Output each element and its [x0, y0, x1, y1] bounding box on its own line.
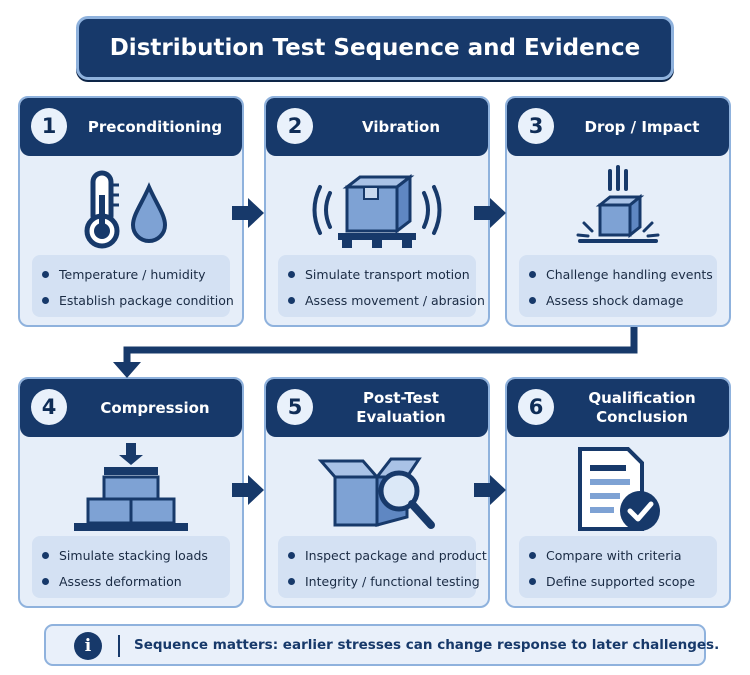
step-header: 4 Compression [20, 379, 242, 437]
arrow-right-icon [232, 475, 264, 505]
arrow-right-icon [474, 198, 506, 228]
bullet-item: Simulate stacking loads [42, 542, 224, 568]
step-title: Compression [100, 398, 210, 417]
step-number: 1 [31, 108, 67, 144]
step-title: Drop / Impact [584, 117, 700, 136]
bullet-text: Challenge handling events [546, 266, 713, 282]
bullet-item: Inspect package and product [288, 542, 487, 568]
step-bullets: Simulate transport motion Assess movemen… [278, 255, 485, 317]
step-bullets: Inspect package and product Integrity / … [278, 536, 487, 598]
bullet-text: Assess shock damage [546, 292, 684, 308]
step-card-drop-impact: 3 Drop / Impact Challenge handling event… [505, 96, 731, 327]
bullet-dot [42, 577, 49, 585]
bullet-text: Compare with criteria [546, 547, 682, 563]
bullet-dot [529, 270, 536, 278]
bullet-item: Integrity / functional testing [288, 568, 480, 594]
step-card-vibration: 2 Vibration Simulate transport motion As… [264, 96, 490, 327]
step-header: 1 Preconditioning [20, 98, 242, 156]
step-bullets: Compare with criteria Define supported s… [519, 536, 717, 598]
step-number: 6 [518, 389, 554, 425]
step-header: 3 Drop / Impact [507, 98, 729, 156]
bullet-text: Assess movement / abrasion [305, 292, 485, 308]
bullet-text: Establish package condition [59, 292, 234, 308]
bullet-dot [42, 270, 49, 278]
bullet-text: Temperature / humidity [59, 266, 206, 282]
bullet-item: Temperature / humidity [42, 261, 224, 287]
step-number: 4 [31, 389, 67, 425]
bullet-item: Challenge handling events [529, 261, 713, 287]
bullet-item: Simulate transport motion [288, 261, 470, 287]
info-icon: i [74, 632, 102, 660]
bullet-text: Simulate transport motion [305, 266, 470, 282]
step-card-compression: 4 Compression Simulate stacking loads As… [18, 377, 244, 608]
bullet-item: Define supported scope [529, 568, 711, 594]
step-card-post-test-evaluation: 5 Post-Test Evaluation Inspect package a… [264, 377, 490, 608]
bullet-item: Assess deformation [42, 568, 224, 594]
bullet-item: Compare with criteria [529, 542, 711, 568]
document-check-icon [507, 441, 729, 541]
bullet-text: Assess deformation [59, 573, 182, 589]
bullet-dot [529, 551, 536, 559]
step-header: 5 Post-Test Evaluation [266, 379, 488, 437]
step-card-qualification-conclusion: 6 Qualification Conclusion Compare with … [505, 377, 731, 608]
bullet-item: Assess movement / abrasion [288, 287, 485, 313]
box-magnifier-icon [266, 441, 488, 541]
bullet-text: Define supported scope [546, 573, 696, 589]
note-text: Sequence matters: earlier stresses can c… [134, 637, 720, 653]
step-card-preconditioning: 1 Preconditioning Temperature / humidity… [18, 96, 244, 327]
step-title: Qualification Conclusion [588, 389, 696, 426]
bullet-text: Integrity / functional testing [305, 573, 480, 589]
step-bullets: Challenge handling events Assess shock d… [519, 255, 717, 317]
bullet-dot [529, 296, 536, 304]
bullet-text: Inspect package and product [305, 547, 487, 563]
bullet-dot [288, 270, 295, 278]
diagram-title: Distribution Test Sequence and Evidence [76, 16, 674, 80]
divider [118, 635, 120, 657]
arrow-right-icon [474, 475, 506, 505]
vibrating-box-icon [266, 160, 488, 260]
stacked-boxes-icon [20, 441, 242, 541]
step-number: 5 [277, 389, 313, 425]
step-header: 6 Qualification Conclusion [507, 379, 729, 437]
dropping-box-icon [507, 160, 729, 260]
bullet-dot [42, 551, 49, 559]
step-title: Vibration [361, 117, 441, 136]
bullet-dot [288, 296, 295, 304]
step-number: 2 [277, 108, 313, 144]
bullet-dot [288, 551, 295, 559]
step-bullets: Simulate stacking loads Assess deformati… [32, 536, 230, 598]
step-header: 2 Vibration [266, 98, 488, 156]
bullet-item: Establish package condition [42, 287, 234, 313]
info-note: i Sequence matters: earlier stresses can… [44, 624, 719, 666]
bullet-text: Simulate stacking loads [59, 547, 208, 563]
step-number: 3 [518, 108, 554, 144]
bullet-dot [42, 296, 49, 304]
step-bullets: Temperature / humidity Establish package… [32, 255, 234, 317]
bullet-dot [529, 577, 536, 585]
bullet-item: Assess shock damage [529, 287, 711, 313]
step-title: Post-Test Evaluation [356, 389, 446, 426]
thermometer-droplet-icon [20, 160, 242, 260]
arrow-right-icon [232, 198, 264, 228]
step-title: Preconditioning [87, 117, 223, 136]
bullet-dot [288, 577, 295, 585]
